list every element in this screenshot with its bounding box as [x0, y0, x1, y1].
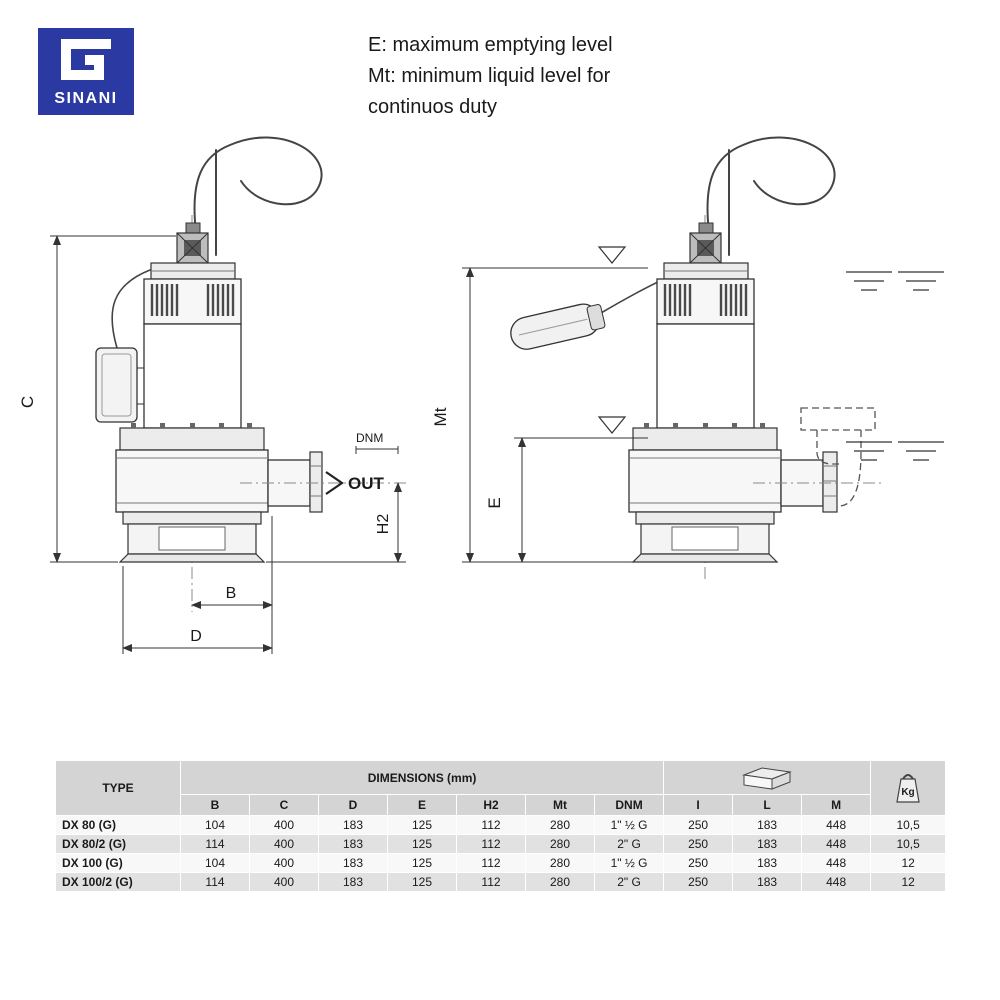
value-cell: 183 [732, 853, 803, 873]
value-cell: 250 [663, 834, 734, 854]
table-row: DX 100 (G) 104 400 183 125 112 280 1" ½ … [55, 853, 947, 873]
package-box-icon [742, 766, 793, 790]
float-switch-stored [95, 347, 138, 423]
value-cell: 125 [387, 872, 457, 892]
value-cell: 183 [318, 834, 388, 854]
pump-dimensioned-view: OUT DNM C B D H2 [18, 136, 408, 654]
value-cell: 1" ½ G [593, 853, 665, 873]
value-cell: 112 [456, 872, 526, 892]
value-cell: 10,5 [870, 815, 947, 835]
value-cell: 125 [387, 853, 457, 873]
legend-line-e: E: maximum emptying level [368, 34, 613, 56]
value-cell: 183 [732, 834, 803, 854]
dim-label-h2: H2 [375, 514, 392, 535]
value-cell: 280 [525, 815, 595, 835]
min-level-symbol [597, 416, 627, 434]
value-cell: 104 [180, 853, 250, 873]
dim-label-c: C [18, 396, 37, 408]
max-level-symbol [597, 246, 627, 264]
value-cell: 280 [525, 872, 595, 892]
value-cell: 125 [387, 834, 457, 854]
packaging-group-header [663, 760, 872, 795]
value-cell: 112 [456, 834, 526, 854]
col-header-h2: H2 [456, 794, 526, 816]
value-cell: 12 [870, 853, 947, 873]
value-cell: 448 [801, 853, 872, 873]
col-header-mt: Mt [525, 794, 595, 816]
col-header-i: I [663, 794, 734, 816]
col-header-c: C [249, 794, 319, 816]
value-cell: 280 [525, 853, 595, 873]
value-cell: 400 [249, 815, 319, 835]
value-cell: 2" G [593, 872, 665, 892]
type-cell: DX 100 (G) [55, 853, 181, 873]
value-cell: 250 [663, 872, 734, 892]
out-label: OUT [348, 474, 385, 493]
value-cell: 250 [663, 853, 734, 873]
dim-label-b: B [226, 585, 237, 602]
dimensions-group-header: DIMENSIONS (mm) [179, 760, 665, 795]
col-header-type: TYPE [55, 760, 181, 816]
discharge-piping-dashed [800, 407, 876, 507]
table-row: DX 80/2 (G) 114 400 183 125 112 280 2" G… [55, 834, 947, 854]
col-header-e: E [387, 794, 457, 816]
value-cell: 400 [249, 853, 319, 873]
pump-technical-drawing: OUT DNM C B D H2 [18, 136, 944, 654]
value-cell: 250 [663, 815, 734, 835]
col-header-dnm: DNM [593, 794, 665, 816]
out-flow-arrow-icon [325, 471, 344, 495]
value-cell: 10,5 [870, 834, 947, 854]
type-cell: DX 80/2 (G) [55, 834, 181, 854]
dimensions-table: TYPE DIMENSIONS (mm) Kg [55, 760, 947, 892]
value-cell: 104 [180, 815, 250, 835]
value-cell: 183 [318, 853, 388, 873]
pump-installation-view: Mt E [431, 136, 944, 580]
value-cell: 183 [318, 815, 388, 835]
weight-header: Kg [870, 760, 947, 816]
value-cell: 183 [318, 872, 388, 892]
value-cell: 12 [870, 872, 947, 892]
weight-kg-icon: Kg [896, 774, 920, 803]
value-cell: 400 [249, 834, 319, 854]
value-cell: 2" G [593, 834, 665, 854]
sinani-logo: SINANI [38, 28, 134, 115]
value-cell: 448 [801, 872, 872, 892]
type-cell: DX 100/2 (G) [55, 872, 181, 892]
col-header-l: L [732, 794, 803, 816]
logo-mark-icon [38, 28, 134, 115]
value-cell: 280 [525, 834, 595, 854]
dim-label-mt: Mt [431, 407, 450, 426]
value-cell: 1" ½ G [593, 815, 665, 835]
table-row: DX 100/2 (G) 114 400 183 125 112 280 2" … [55, 872, 947, 892]
legend: E: maximum emptying level Mt: minimum li… [368, 30, 613, 123]
col-header-d: D [318, 794, 388, 816]
value-cell: 448 [801, 815, 872, 835]
kg-label: Kg [901, 787, 914, 798]
dnm-label: DNM [356, 431, 383, 445]
dim-label-e: E [485, 497, 504, 508]
value-cell: 183 [732, 815, 803, 835]
value-cell: 448 [801, 834, 872, 854]
value-cell: 400 [249, 872, 319, 892]
col-header-m: M [801, 794, 872, 816]
float-switch-floating [510, 303, 606, 350]
legend-line-mt: Mt: minimum liquid level for [368, 65, 611, 87]
value-cell: 125 [387, 815, 457, 835]
col-header-b: B [180, 794, 250, 816]
legend-line-mt-cont: continuos duty [368, 96, 497, 118]
value-cell: 112 [456, 815, 526, 835]
type-cell: DX 80 (G) [55, 815, 181, 835]
water-surface-marks [846, 271, 944, 461]
table-row: DX 80 (G) 104 400 183 125 112 280 1" ½ G… [55, 815, 947, 835]
dim-label-d: D [190, 628, 202, 645]
value-cell: 114 [180, 872, 250, 892]
value-cell: 183 [732, 872, 803, 892]
logo-text: SINANI [54, 90, 118, 107]
value-cell: 112 [456, 853, 526, 873]
value-cell: 114 [180, 834, 250, 854]
